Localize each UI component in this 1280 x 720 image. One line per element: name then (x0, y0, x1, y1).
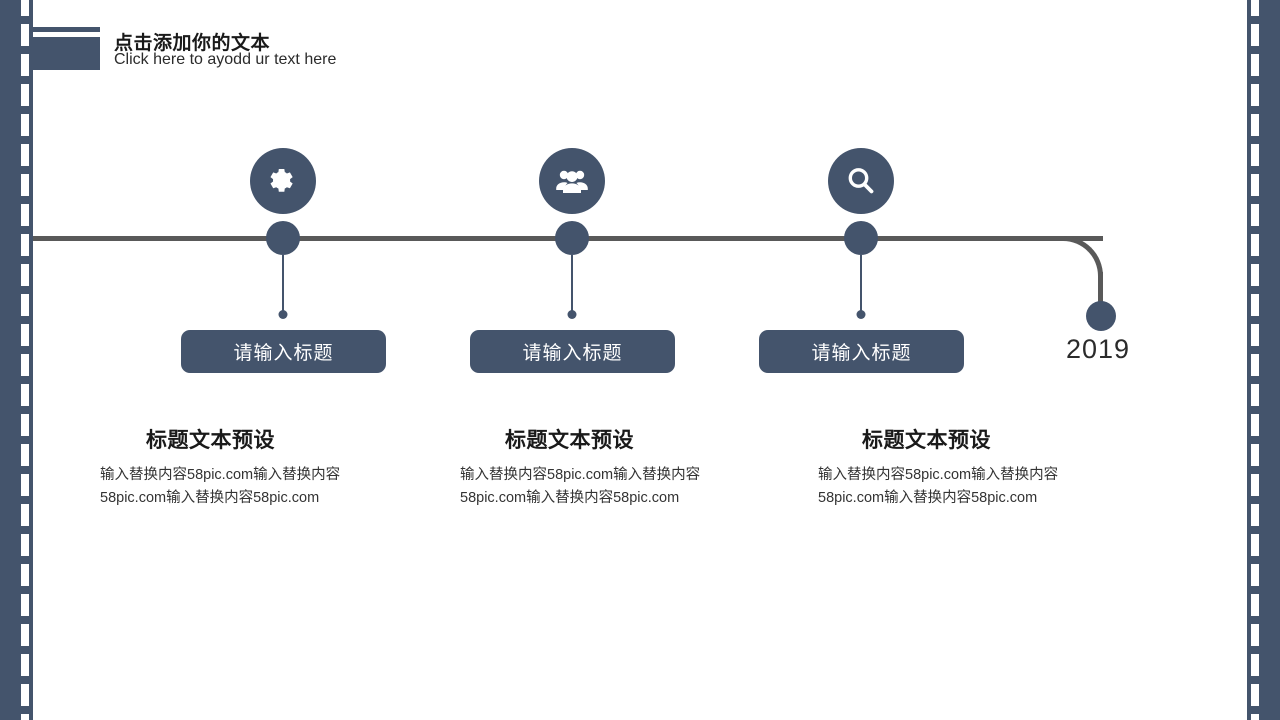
timeline-pill-3[interactable]: 请输入标题 (759, 330, 964, 373)
film-strip-dash (21, 84, 29, 106)
column-body-3: 输入替换内容58pic.com输入替换内容58pic.com输入替换内容58pi… (818, 467, 1059, 506)
film-strip-dash (1251, 234, 1259, 256)
film-strip-dash (1251, 174, 1259, 196)
film-strip-dash (1251, 324, 1259, 346)
timeline-node-dot (844, 221, 878, 255)
film-strip-dash (21, 0, 29, 16)
film-strip-dash (21, 354, 29, 376)
column-heading-3: 标题文本预设 (862, 429, 991, 452)
film-strip-dash (1251, 564, 1259, 586)
film-strip-dash (1251, 24, 1259, 46)
timeline-pill-2[interactable]: 请输入标题 (470, 330, 675, 373)
film-strip-dash (21, 264, 29, 286)
film-strip-dash (21, 534, 29, 556)
film-strip-dash (21, 594, 29, 616)
film-strip-dash (21, 504, 29, 526)
film-strip-dash (1251, 144, 1259, 166)
film-strip-dash (21, 324, 29, 346)
film-strip-dash (1251, 264, 1259, 286)
film-strip-dash (1251, 414, 1259, 436)
gear-icon (265, 163, 301, 199)
search-icon (848, 168, 874, 194)
film-strip-dash (21, 414, 29, 436)
film-strip-dash (1251, 474, 1259, 496)
film-strip-dash (21, 684, 29, 706)
timeline-node-stem (571, 255, 573, 313)
column-heading-1: 标题文本预设 (146, 429, 275, 452)
film-strip-dash (21, 474, 29, 496)
film-strip-dash (21, 234, 29, 256)
timeline-node-tip (856, 310, 866, 319)
film-strip-dash (1251, 504, 1259, 526)
film-strip-dash (1251, 444, 1259, 466)
film-strip-dash (21, 24, 29, 46)
timeline-icon-search[interactable] (828, 148, 894, 214)
people-icon (556, 170, 588, 193)
film-strip-dash (21, 654, 29, 676)
film-strip-dash (1251, 84, 1259, 106)
timeline-icon-people[interactable] (539, 148, 605, 214)
timeline-curve-tail (1098, 272, 1103, 317)
film-strip-dash (1251, 204, 1259, 226)
film-strip-dash (21, 54, 29, 76)
header-accent-bar-thick (33, 37, 100, 70)
film-strip-dash (1251, 0, 1259, 16)
column-heading-2: 标题文本预设 (505, 429, 634, 452)
column-body-1: 输入替换内容58pic.com输入替换内容58pic.com输入替换内容58pi… (100, 467, 341, 506)
film-strip-dash (21, 114, 29, 136)
film-strip-dash (1251, 654, 1259, 676)
film-strip-dash (1251, 384, 1259, 406)
film-strip-dash (21, 174, 29, 196)
page-title: 点击添加你的文本 (114, 33, 271, 54)
film-strip-dash (21, 144, 29, 166)
film-strip-dash (1251, 534, 1259, 556)
film-strip-dash (21, 624, 29, 646)
film-strip-dash (1251, 684, 1259, 706)
film-strip-dash (1251, 294, 1259, 316)
timeline-node-tip (278, 310, 288, 319)
film-strip-left (0, 0, 33, 720)
film-strip-dash (1251, 114, 1259, 136)
timeline-end-dot (1086, 301, 1116, 331)
film-strip-dash (1251, 54, 1259, 76)
film-strip-dash (21, 294, 29, 316)
timeline-year-label: 2019 (1066, 334, 1131, 364)
timeline-node-stem (860, 255, 862, 313)
film-strip-dash (1251, 594, 1259, 616)
page-subtitle: Click here to ayodd ur text here (114, 51, 337, 68)
header-accent-bar-thin (33, 27, 100, 32)
film-strip-dash (1251, 714, 1259, 720)
film-strip-dash (21, 714, 29, 720)
film-strip-dash (1251, 624, 1259, 646)
timeline-node-dot (266, 221, 300, 255)
column-body-2: 输入替换内容58pic.com输入替换内容58pic.com输入替换内容58pi… (460, 467, 701, 506)
timeline-node-dot (555, 221, 589, 255)
timeline-pill-1[interactable]: 请输入标题 (181, 330, 386, 373)
film-strip-dash (21, 204, 29, 226)
film-strip-dash (21, 444, 29, 466)
film-strip-right (1247, 0, 1280, 720)
film-strip-dash (21, 564, 29, 586)
timeline-node-stem (282, 255, 284, 313)
film-strip-dash (21, 384, 29, 406)
timeline-icon-gear[interactable] (250, 148, 316, 214)
timeline-node-tip (567, 310, 577, 319)
film-strip-dash (1251, 354, 1259, 376)
